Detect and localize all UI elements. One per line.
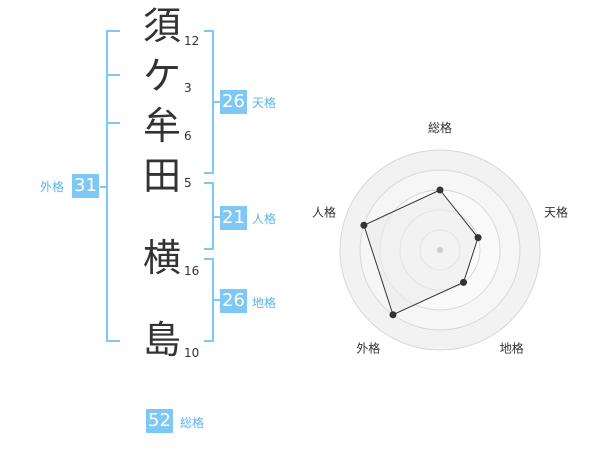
name-char-5: 横 <box>142 236 181 280</box>
bracket-tick <box>204 340 214 342</box>
bracket-tick <box>106 122 120 124</box>
radar-point <box>360 221 368 229</box>
soukaku-label: 総格 <box>180 416 205 430</box>
tenkaku-label: 天格 <box>252 96 277 110</box>
gaikaku-score: 31 <box>72 174 99 198</box>
bracket-connector <box>212 216 220 218</box>
tenkaku-score: 26 <box>220 90 247 114</box>
stroke-count-1: 12 <box>184 34 200 48</box>
bracket-tick <box>204 258 214 260</box>
bracket-connector <box>212 299 220 301</box>
radar-axis-label: 外格 <box>356 341 380 356</box>
name-char-6: 島 <box>142 318 181 362</box>
bracket-tick <box>204 182 214 184</box>
stroke-count-3: 6 <box>184 129 192 143</box>
name-char-4: 田 <box>142 154 181 198</box>
gaikaku-label: 外格 <box>40 180 65 194</box>
bracket-tick <box>204 248 214 250</box>
radar-axis-label: 総格 <box>428 120 452 135</box>
bracket-tick <box>106 30 120 32</box>
name-char-2: ケ <box>142 54 181 98</box>
bracket-tick <box>106 340 120 342</box>
radar-points <box>360 186 482 319</box>
name-char-1: 須 <box>142 4 181 48</box>
radar-point <box>389 311 397 319</box>
radar-axis-label: 天格 <box>544 204 568 219</box>
stroke-count-4: 5 <box>184 176 192 190</box>
soukaku-score: 52 <box>146 409 173 433</box>
stroke-count-5: 16 <box>184 264 200 278</box>
radar-center-dot <box>437 247 443 253</box>
radar-point <box>474 234 482 242</box>
name-char-3: 牟 <box>142 104 181 148</box>
bracket-tick <box>204 30 214 32</box>
stroke-count-2: 3 <box>184 81 192 95</box>
radar-point <box>460 278 468 286</box>
bracket-connector <box>212 101 220 103</box>
radar-axis-label: 人格 <box>312 204 336 219</box>
jinkaku-score: 21 <box>220 206 247 230</box>
bracket-tick <box>106 74 120 76</box>
radar-polygon <box>363 189 479 316</box>
jinkaku-label: 人格 <box>252 212 277 226</box>
chikaku-label: 地格 <box>252 296 277 310</box>
radar-axis-label: 地格 <box>500 341 524 356</box>
bracket-connector <box>100 186 108 188</box>
radar-point <box>436 186 444 194</box>
chikaku-score: 26 <box>220 289 247 313</box>
stroke-count-6: 10 <box>184 346 200 360</box>
bracket-tick <box>204 172 214 174</box>
